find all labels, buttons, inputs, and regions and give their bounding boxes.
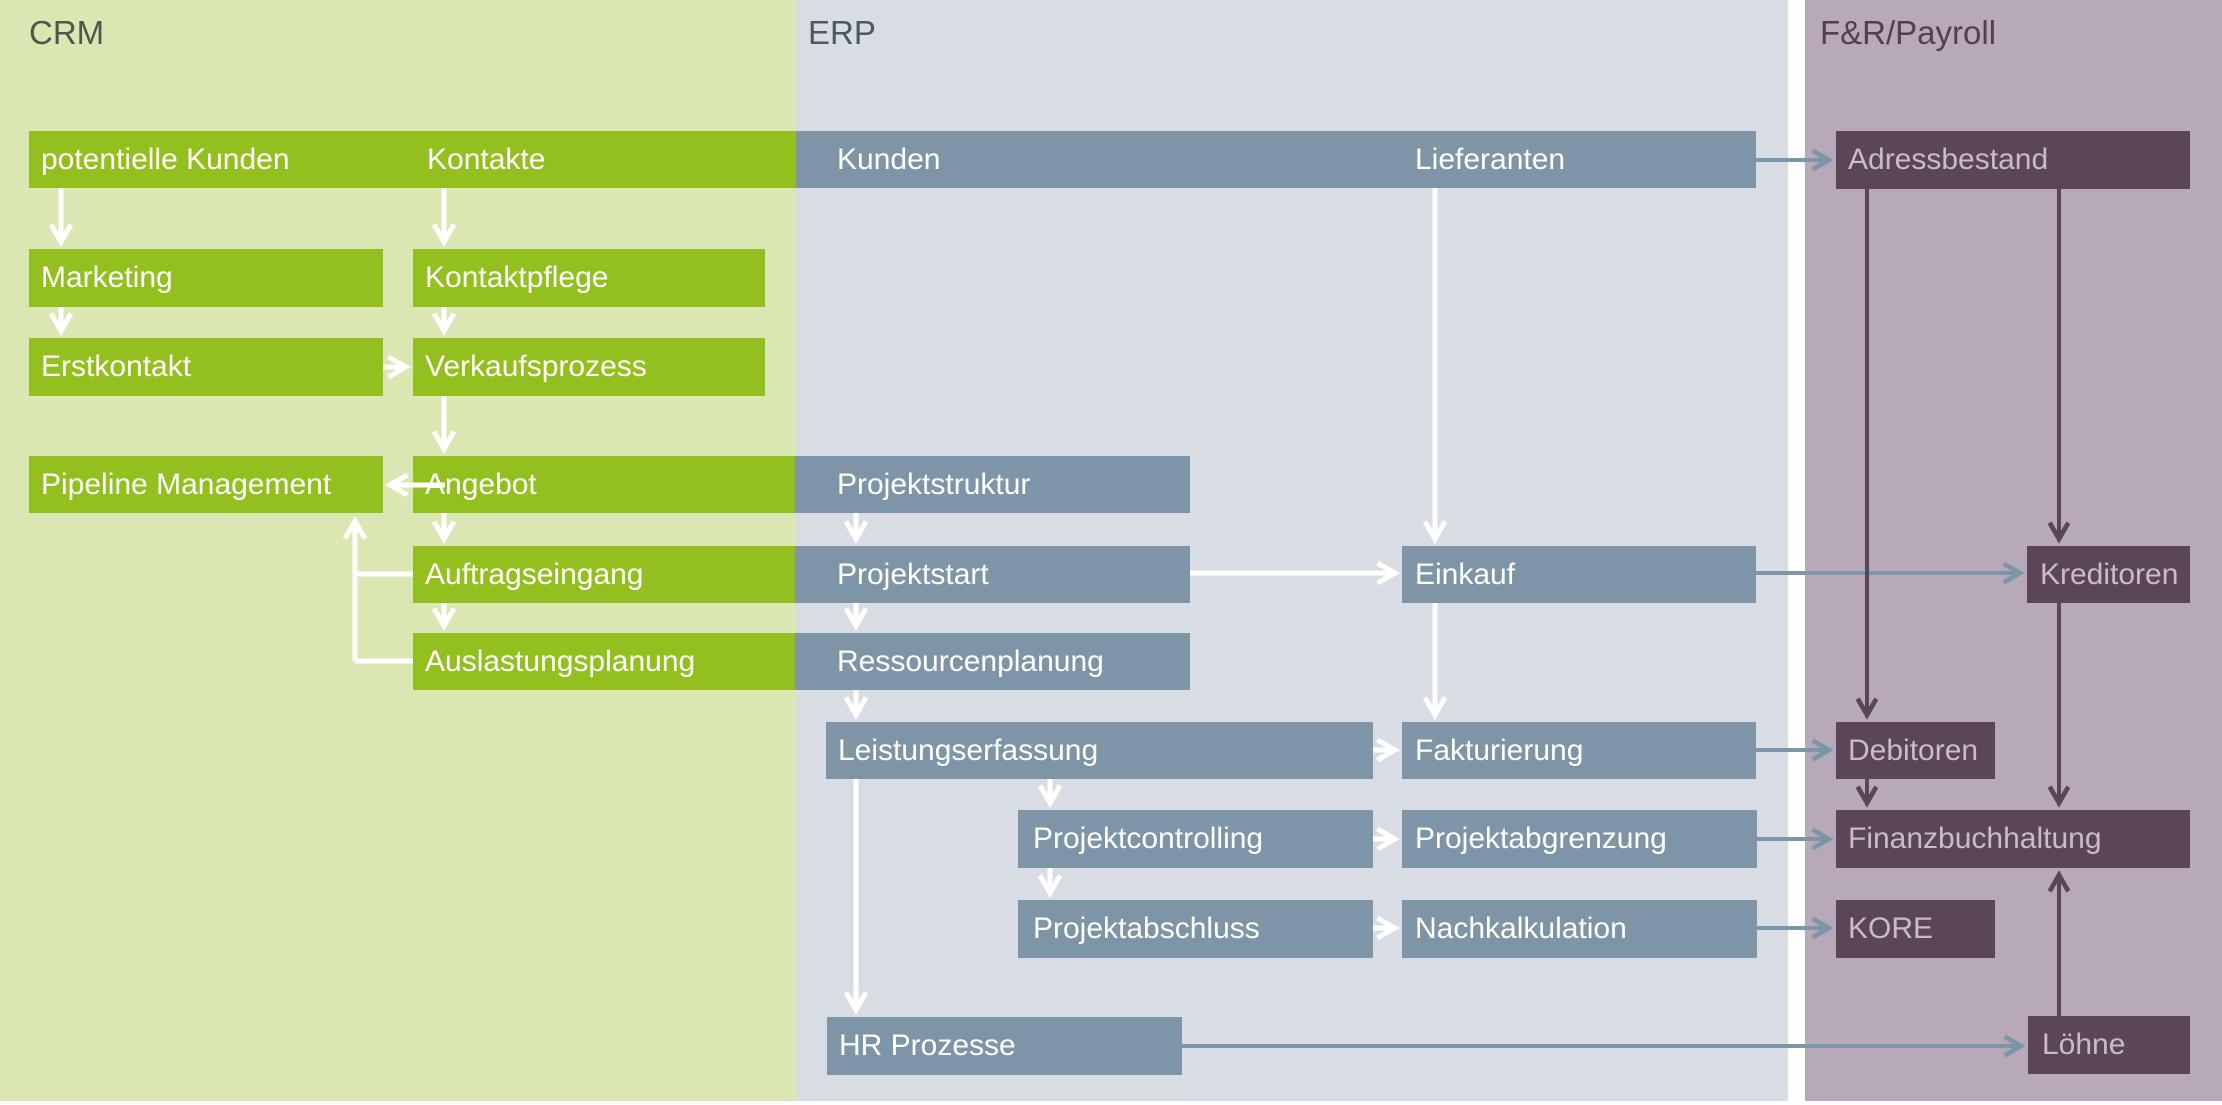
node-leistungserfassung: Leistungserfassung [826, 722, 1373, 779]
node-ressourcenplanung: Ressourcenplanung [795, 633, 1190, 690]
node-label: HR Prozesse [839, 1029, 1016, 1062]
node-projektabschluss: Projektabschluss [1018, 900, 1373, 958]
node-label: Leistungserfassung [838, 733, 1099, 767]
node-projektcontrolling: Projektcontrolling [1018, 810, 1373, 868]
node-label: Ressourcenplanung [837, 644, 1104, 678]
node-label: Adressbestand [1848, 143, 2049, 176]
node-kore: KORE [1836, 900, 1995, 958]
node-label: Verkaufsprozess [425, 350, 647, 383]
node-label: potentielle Kunden [41, 142, 290, 176]
node-label: Erstkontakt [41, 350, 192, 383]
node-marketing: Marketing [29, 249, 383, 307]
node-kontaktpflege: Kontaktpflege [413, 249, 765, 307]
node-potentielle-kunden-kontakte: potentielle Kunden Kontakte [29, 131, 796, 188]
node-auslastungsplanung: Auslastungsplanung [413, 633, 795, 690]
node-label: Kontaktpflege [425, 261, 609, 294]
node-label: Projektabgrenzung [1415, 822, 1667, 855]
node-label: Auslastungsplanung [425, 644, 696, 678]
node-label: Finanzbuchhaltung [1848, 822, 2102, 855]
node-label: Marketing [41, 261, 173, 294]
node-adressbestand: Adressbestand [1836, 131, 2190, 189]
node-auftragseingang: Auftragseingang [413, 546, 795, 603]
node-label: Projektstart [837, 557, 989, 591]
node-projektstart: Projektstart [795, 546, 1190, 603]
node-label: Löhne [2042, 1028, 2126, 1061]
node-label-lieferanten: Lieferanten [1415, 142, 1566, 176]
crm-domain-header: CRM [29, 14, 105, 51]
node-nachkalkulation: Nachkalkulation [1402, 900, 1757, 958]
node-label: Projektabschluss [1033, 912, 1260, 945]
node-projektabgrenzung: Projektabgrenzung [1402, 810, 1757, 868]
node-label: Einkauf [1415, 557, 1516, 591]
node-label: Nachkalkulation [1415, 912, 1627, 945]
node-debitoren: Debitoren [1836, 722, 1995, 779]
node-label: Pipeline Management [41, 467, 332, 501]
node-label: Kreditoren [2040, 557, 2179, 591]
node-label: Debitoren [1848, 733, 1979, 767]
node-label: Kunden [837, 142, 941, 176]
node-verkaufsprozess: Verkaufsprozess [413, 338, 765, 396]
node-label: Projektcontrolling [1033, 822, 1264, 855]
node-label: Angebot [425, 467, 537, 501]
node-kreditoren: Kreditoren [2027, 546, 2190, 603]
node-finanzbuchhaltung: Finanzbuchhaltung [1836, 810, 2190, 868]
node-label: Auftragseingang [425, 557, 644, 591]
node-pipeline-management: Pipeline Management [29, 456, 383, 513]
node-label: Fakturierung [1415, 733, 1584, 767]
node-loehne: Löhne [2028, 1016, 2190, 1074]
node-erstkontakt: Erstkontakt [29, 338, 383, 396]
erp-domain-header: ERP [808, 14, 876, 51]
node-einkauf: Einkauf [1402, 546, 1756, 603]
node-angebot: Angebot [413, 456, 795, 513]
node-hr-prozesse: HR Prozesse [827, 1017, 1182, 1075]
node-kunden-lieferanten: Kunden Lieferanten [796, 131, 1756, 188]
node-label-kontakte: Kontakte [427, 142, 546, 176]
fr-payroll-domain-header: F&R/Payroll [1820, 14, 1997, 51]
node-label: Projektstruktur [837, 467, 1031, 501]
node-projektstruktur: Projektstruktur [795, 456, 1190, 513]
node-label: KORE [1848, 912, 1934, 945]
node-fakturierung: Fakturierung [1402, 722, 1756, 779]
